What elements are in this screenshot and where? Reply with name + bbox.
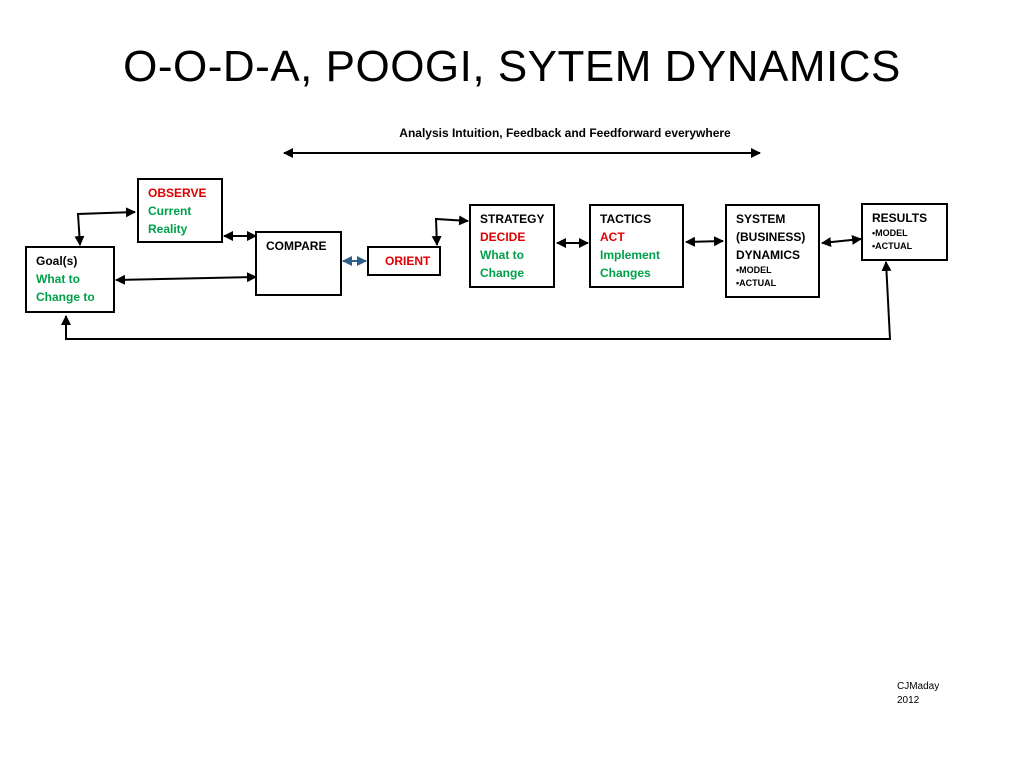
strategy-line-2: DECIDE [480, 230, 526, 244]
system-label: SYSTEM [736, 212, 786, 226]
system-line-3: DYNAMICS [736, 248, 801, 262]
goals-box: Goal(s) What to Change to [25, 246, 115, 313]
system-line-2: (BUSINESS) [736, 230, 806, 244]
results-bullet-actual: ACTUAL [872, 240, 937, 253]
credit-author: CJMaday [897, 681, 940, 692]
subtitle: Analysis Intuition, Feedback and Feedfor… [399, 126, 731, 140]
system-dynamics-box: SYSTEM (BUSINESS) DYNAMICS MODEL ACTUAL [725, 204, 820, 298]
observe-line-3: Reality [148, 222, 188, 236]
strategy-label: STRATEGY [480, 212, 545, 226]
goals-line-3: Change to [36, 290, 95, 304]
goals-observe-arrow [74, 207, 136, 246]
goals-label: Goal(s) [36, 254, 78, 268]
orient-label: ORIENT [385, 254, 431, 268]
results-bullets: MODEL ACTUAL [872, 227, 937, 253]
strategy-line-3: What to [480, 248, 524, 262]
tactics-line-2: ACT [600, 230, 625, 244]
strategy-line-4: Change [480, 266, 525, 280]
system-bullets: MODEL ACTUAL [736, 264, 809, 290]
credit-year: 2012 [897, 695, 920, 706]
page-title: O-O-D-A, POOGI, SYTEM DYNAMICS [123, 42, 901, 91]
goals-compare-arrow [115, 272, 257, 285]
results-bullet-model: MODEL [872, 227, 937, 240]
tactics-box: TACTICS ACT Implement Changes [589, 204, 684, 288]
tactics-line-3: Implement [600, 248, 661, 262]
observe-box: OBSERVE Current Reality [137, 178, 223, 243]
system-results-arrow [821, 234, 862, 248]
orient-box: ORIENT [367, 246, 441, 276]
goals-line-2: What to [36, 272, 80, 286]
tactics-label: TACTICS [600, 212, 652, 226]
compare-label: COMPARE [266, 239, 327, 253]
system-bullet-actual: ACTUAL [736, 277, 809, 290]
orient-strategy-arrow [431, 215, 469, 246]
author-credit: CJMaday 2012 [897, 680, 939, 708]
compare-box: COMPARE [255, 231, 342, 296]
results-label: RESULTS [872, 211, 928, 225]
results-feedback-arrow [61, 261, 892, 340]
system-bullet-model: MODEL [736, 264, 809, 277]
tactics-line-4: Changes [600, 266, 651, 280]
strategy-box: STRATEGY DECIDE What to Change [469, 204, 555, 288]
observe-label: OBSERVE [148, 186, 207, 200]
results-box: RESULTS MODEL ACTUAL [861, 203, 948, 261]
observe-line-2: Current [148, 204, 192, 218]
tactics-system-arrow [685, 236, 724, 247]
